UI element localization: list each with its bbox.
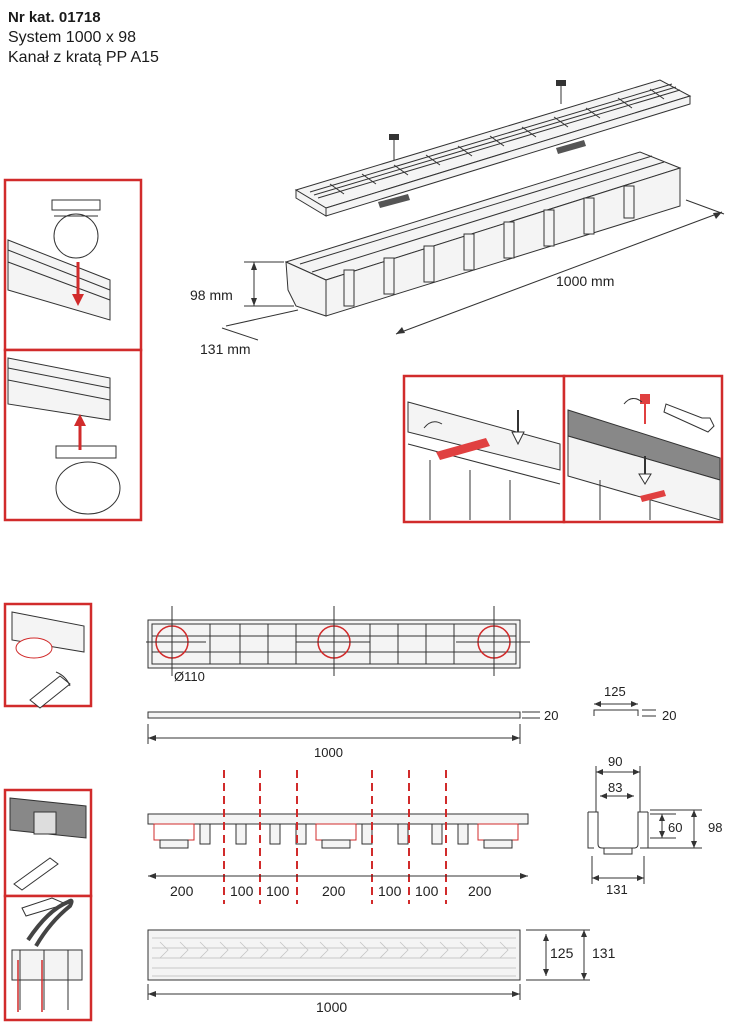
outlet-circle-3 — [456, 606, 530, 676]
segment-7-label: 200 — [468, 883, 492, 899]
width-dimension — [221, 309, 299, 341]
grate-inner-width-label: 125 — [550, 945, 574, 961]
screw-icon — [389, 134, 399, 160]
channel-cross-section: 90 83 60 98 131 — [587, 754, 722, 897]
top-outer-label: 90 — [608, 754, 622, 769]
segment-2-label: 100 — [230, 883, 254, 899]
grate-isometric — [294, 79, 692, 217]
bottom-width-label: 131 — [606, 882, 628, 897]
segment-6-label: 100 — [415, 883, 439, 899]
rotate-icon — [423, 421, 443, 429]
outlet-circle-2 — [296, 606, 370, 676]
cut-line — [223, 770, 447, 904]
cutting-panel — [3, 788, 93, 1022]
catalog-number: Nr kat. 01718 — [8, 9, 101, 26]
product-label: Kanał z kratą PP A15 — [8, 49, 159, 66]
endcap-panel — [3, 602, 93, 709]
grate-slot-pattern — [159, 941, 509, 959]
segment-1-label: 200 — [170, 883, 194, 899]
grate-outer-width-label: 131 — [592, 945, 616, 961]
grate-view-length-label: 1000 — [316, 999, 347, 1015]
grate-top-view: 125 131 1000 — [147, 929, 616, 1015]
total-height-label: 98 — [708, 820, 722, 835]
clip-install-panel — [402, 374, 724, 524]
segment-5-label: 100 — [378, 883, 402, 899]
wrench-icon — [663, 403, 715, 433]
width-label: 131 mm — [200, 341, 251, 357]
saw-icon — [26, 898, 74, 948]
isometric-assembly: 98 mm 131 mm 1000 mm — [190, 79, 725, 357]
screw-icon-2 — [556, 80, 566, 104]
rotate-icon-2 — [623, 398, 643, 405]
outlet-install-panel — [3, 178, 143, 522]
screw-red-icon — [640, 394, 650, 404]
top-inner-label: 83 — [608, 780, 622, 795]
grate-height-label: 20 — [544, 708, 558, 723]
grate-cross-section: 125 20 — [593, 684, 676, 723]
segment-4-label: 200 — [322, 883, 346, 899]
segment-3-label: 100 — [266, 883, 290, 899]
length-label: 1000 mm — [556, 273, 614, 289]
height-dimension — [244, 261, 294, 307]
clip-icon — [378, 194, 410, 208]
grate-section-height-label: 20 — [662, 708, 676, 723]
grate-width-label: 125 — [604, 684, 626, 699]
outlet-diameter-label: Ø110 — [174, 669, 205, 684]
grate-side-view: 20 1000 — [147, 708, 558, 760]
grate-length-label: 1000 — [314, 745, 343, 760]
channel-isometric — [284, 151, 682, 317]
length-dimension — [395, 199, 725, 335]
title-block: Nr kat. 01718 System 1000 x 98 Kanał z k… — [8, 8, 159, 68]
clip-icon-2 — [556, 140, 586, 154]
channel-side-view: 200 100 100 200 100 100 200 — [147, 770, 529, 904]
system-label: System 1000 x 98 — [8, 29, 137, 46]
inner-depth-label: 60 — [668, 820, 682, 835]
channel-top-view: Ø110 — [146, 606, 530, 684]
height-label: 98 mm — [190, 287, 233, 303]
clip-red-icon — [436, 438, 490, 460]
outlet-circle — [146, 606, 206, 676]
